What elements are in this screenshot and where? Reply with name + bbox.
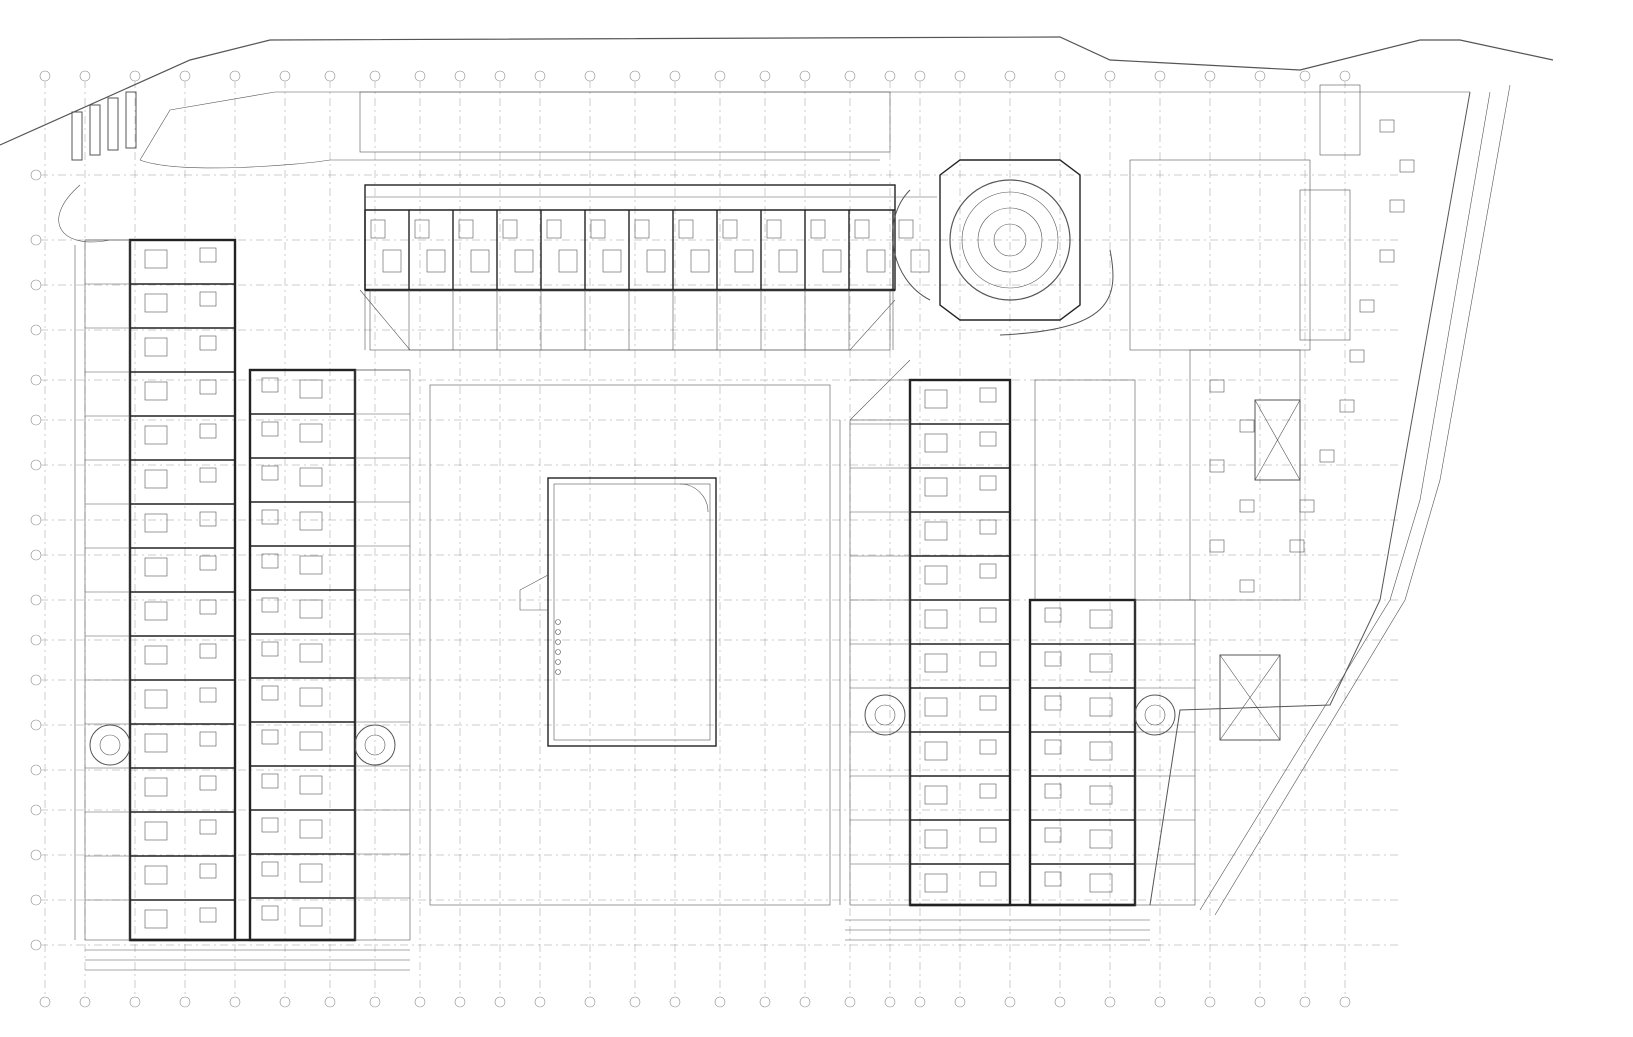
parking-stripes: [71, 91, 137, 161]
restaurant-terrace: [1129, 84, 1415, 741]
west-wing: [84, 238, 411, 942]
north-wing: [359, 91, 937, 351]
site-boundary: [0, 36, 1554, 916]
circular-lobby: [892, 159, 1114, 336]
central-courtyard: [429, 384, 831, 906]
dimension-lines: [74, 245, 1150, 971]
structural-grid: [30, 70, 1400, 1008]
east-wing: [849, 359, 1196, 907]
